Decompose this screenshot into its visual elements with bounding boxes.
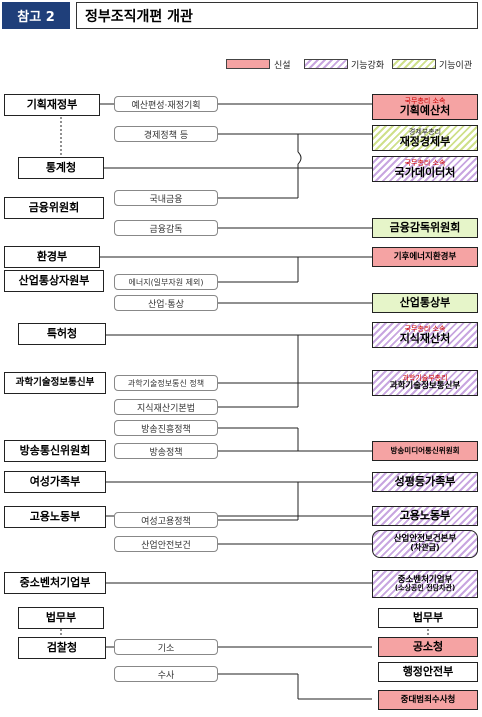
result-budget-office-name: 기획예산처 <box>399 103 451 117</box>
org-science-ict: 과학기술정보통신부 <box>4 372 106 394</box>
result-finance-economy: 경제부총리 재정경제부 <box>372 125 478 151</box>
page-title: 정부조직개편 개관 <box>76 2 478 29</box>
legend-swatch-transfer <box>392 59 436 69</box>
result-ip-office-sub: 국무총리 소속 <box>404 324 446 333</box>
result-budget-office-sub: 국무총리 소속 <box>404 96 446 105</box>
result-safety-agency: 산업안전보건본부 (차관급) <box>372 530 478 558</box>
result-gender-equality: 성평등가족부 <box>372 472 478 492</box>
result-interior-safety: 행정안전부 <box>378 662 478 682</box>
org-trade-industry: 산업통상자원부 <box>4 270 104 292</box>
func-financial-supervision: 금융감독 <box>114 220 218 236</box>
legend-swatch-strengthen <box>304 59 348 69</box>
org-statistics: 통계청 <box>18 157 104 179</box>
result-gender-equality-name: 성평등가족부 <box>394 475 456 489</box>
func-women-employment: 여성고용정책 <box>114 512 218 528</box>
result-prosecution-office: 공소청 <box>378 637 478 657</box>
result-science-ict: 과학기술부총리 과학기술정보통신부 <box>372 370 478 396</box>
func-domestic-finance: 국내금융 <box>114 190 218 206</box>
header-tag: 참고 2 <box>2 2 70 29</box>
result-labor: 고용노동부 <box>372 506 478 526</box>
org-broadcasting: 방송통신위원회 <box>4 440 106 462</box>
org-justice: 법무부 <box>18 607 104 629</box>
result-prosecution-office-name: 공소청 <box>412 640 444 654</box>
org-patent: 특허청 <box>18 323 106 345</box>
result-fsc: 금융감독위원회 <box>372 218 478 238</box>
org-prosecution: 검찰청 <box>18 637 106 659</box>
result-national-data: 국무총리 소속 국가데이터처 <box>372 156 478 182</box>
func-broadcast-policy: 방송정책 <box>114 443 218 459</box>
legend-label-strengthen: 기능강화 <box>351 61 385 71</box>
result-budget-office: 국무총리 소속 기획예산처 <box>372 94 478 120</box>
result-ip-office-name: 지식재산처 <box>399 331 451 345</box>
func-prosecution: 기소 <box>114 639 218 655</box>
result-trade-industry-name: 산업통상부 <box>399 296 451 310</box>
result-national-data-name: 국가데이터처 <box>394 165 456 179</box>
func-investigation: 수사 <box>114 666 218 682</box>
func-industry-trade: 산업·통상 <box>114 295 218 311</box>
org-planning-finance: 기획재정부 <box>4 94 100 116</box>
result-sme: 중소벤처기업부 (소상공인 전담차관) <box>372 570 478 598</box>
result-ip-office: 국무총리 소속 지식재산처 <box>372 322 478 348</box>
func-industrial-safety: 산업안전보건 <box>114 536 218 552</box>
legend-swatch-new <box>226 59 270 69</box>
result-broadcast-media: 방송미디어통신위원회 <box>372 441 478 461</box>
legend-label-transfer: 기능이관 <box>439 61 473 71</box>
func-ict-policy: 과학기술정보통신 정책 <box>114 375 218 391</box>
result-labor-name: 고용노동부 <box>399 509 451 523</box>
result-climate-energy-name: 기후에너지환경부 <box>393 251 457 262</box>
result-national-data-sub: 국무총리 소속 <box>404 158 446 167</box>
result-broadcast-media-name: 방송미디어통신위원회 <box>390 446 460 456</box>
result-justice-name: 법무부 <box>412 611 444 625</box>
org-environment: 환경부 <box>4 246 100 268</box>
org-financial-services: 금융위원회 <box>4 197 104 219</box>
org-sme: 중소벤처기업부 <box>4 572 106 594</box>
result-sme-name: 중소벤처기업부 <box>397 574 453 585</box>
result-serious-crimes: 중대범죄수사청 <box>378 690 478 710</box>
result-safety-agency-name: 산업안전보건본부 <box>393 534 457 545</box>
result-science-ict-sub: 과학기술부총리 <box>402 373 448 382</box>
org-labor: 고용노동부 <box>4 506 106 528</box>
func-energy: 에너지(일부자원 제외) <box>114 274 218 290</box>
org-gender-family: 여성가족부 <box>4 471 106 493</box>
func-broadcast-promotion: 방송진흥정책 <box>114 420 218 436</box>
result-interior-safety-name: 행정안전부 <box>402 665 454 679</box>
result-justice: 법무부 <box>378 608 478 628</box>
func-ip-law: 지식재산기본법 <box>114 399 218 415</box>
legend-label-new: 신설 <box>274 61 291 71</box>
result-safety-agency-sub: (차관급) <box>410 543 440 553</box>
func-budget: 예산편성·재정기획 <box>114 96 218 112</box>
result-sme-sub: (소상공인 전담차관) <box>394 583 456 592</box>
result-trade-industry: 산업통상부 <box>372 293 478 313</box>
result-fsc-name: 금융감독위원회 <box>389 221 461 235</box>
result-climate-energy: 기후에너지환경부 <box>372 247 478 267</box>
result-science-ict-name: 과학기술정보통신부 <box>389 381 461 392</box>
func-economic-policy: 경제정책 등 <box>114 126 218 142</box>
result-serious-crimes-name: 중대범죄수사청 <box>400 694 456 705</box>
result-finance-economy-sub: 경제부총리 <box>408 127 442 136</box>
result-finance-economy-name: 재정경제부 <box>399 134 451 148</box>
